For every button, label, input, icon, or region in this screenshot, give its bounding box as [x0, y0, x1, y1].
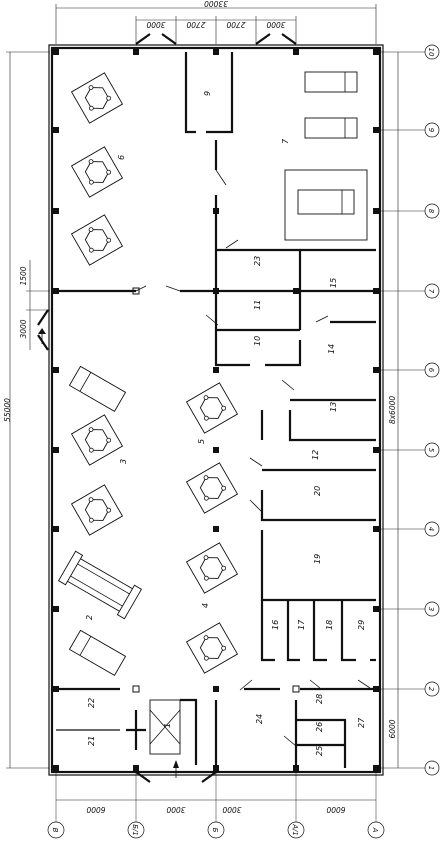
dimension-lines: 33000 3000 2700 2700 3000 55000 1500 300… [3, 0, 399, 814]
svg-text:Б/1: Б/1 [131, 824, 139, 836]
room-number: 16 [271, 620, 280, 630]
interior-walls [56, 52, 376, 768]
room-number: 4 [201, 603, 210, 608]
axis-marker-bottom: В Б/1 Б А/1 А [47, 821, 385, 839]
svg-text:1500: 1500 [19, 266, 28, 285]
service-post [185, 462, 239, 514]
svg-text:2700: 2700 [186, 20, 205, 29]
room-number: 18 [325, 620, 334, 630]
svg-text:2700: 2700 [226, 20, 245, 29]
room-number: 1 [163, 723, 172, 728]
svg-text:3000: 3000 [19, 319, 28, 338]
room-number: 6 [117, 155, 126, 160]
truck-icon [304, 117, 358, 139]
svg-text:6000: 6000 [86, 805, 105, 814]
service-post [70, 484, 124, 536]
service-post [70, 146, 124, 198]
svg-text:7: 7 [427, 289, 435, 294]
svg-text:10: 10 [427, 48, 435, 57]
room-number: 10 [253, 336, 262, 346]
room-number: 12 [311, 450, 320, 460]
svg-text:3: 3 [427, 607, 435, 611]
svg-text:3000: 3000 [166, 805, 185, 814]
svg-text:2: 2 [427, 687, 435, 692]
room-number: 17 [297, 619, 306, 630]
vehicles [57, 71, 368, 677]
room-number: 14 [327, 344, 336, 354]
svg-text:3000: 3000 [146, 20, 165, 29]
svg-text:8x6000: 8x6000 [388, 396, 397, 425]
room-number: 28 [315, 694, 324, 704]
svg-text:4: 4 [427, 527, 435, 531]
room-number: 5 [197, 439, 206, 444]
service-post [185, 382, 239, 434]
door-swings [135, 169, 371, 747]
room-number: 15 [329, 278, 338, 288]
service-post [70, 72, 124, 124]
truck-icon [68, 629, 127, 677]
svg-text:1: 1 [427, 766, 435, 770]
room-number: 2 [85, 615, 94, 620]
service-post [70, 214, 124, 266]
room-number: 21 [87, 736, 96, 746]
svg-text:А/1: А/1 [291, 823, 299, 836]
room-number: 11 [253, 300, 262, 310]
room-number: 27 [357, 717, 366, 728]
room-number: 23 [253, 256, 262, 266]
svg-text:А: А [371, 827, 379, 833]
svg-text:9: 9 [427, 128, 435, 133]
room-number: 24 [255, 714, 264, 724]
svg-text:3000: 3000 [222, 805, 241, 814]
svg-text:33000: 33000 [204, 0, 228, 8]
service-posts [38, 72, 239, 778]
outer-walls [37, 33, 384, 783]
room-number: 20 [313, 486, 322, 496]
entry-arrow-icon [38, 328, 179, 778]
svg-text:В: В [51, 828, 59, 833]
car-lift-icon [284, 169, 368, 241]
truck-icon [68, 365, 127, 413]
axis-marker-right: 10 9 8 7 6 5 4 3 2 1 [424, 44, 440, 776]
svg-text:5: 5 [427, 448, 435, 453]
svg-text:Б: Б [211, 828, 219, 833]
room-number: 25 [315, 746, 324, 756]
svg-text:8: 8 [427, 209, 435, 214]
room-number: 22 [87, 698, 96, 708]
room-number: 29 [357, 620, 366, 630]
room-number: 9 [203, 91, 212, 96]
grid-axes: 10 9 8 7 6 5 4 3 2 1 В Б/1 Б [47, 44, 440, 839]
room-numbers: 1 2 3 4 5 6 7 9 10 11 12 13 14 15 16 17 … [85, 91, 366, 756]
room-number: 19 [313, 554, 322, 564]
svg-text:6000: 6000 [388, 719, 397, 738]
svg-text:6000: 6000 [326, 805, 345, 814]
room-number: 7 [281, 138, 290, 144]
service-post [185, 542, 239, 594]
room-number: 3 [119, 459, 128, 464]
truck-icon [304, 71, 358, 93]
frame-stand-icon [57, 550, 143, 620]
svg-text:55000: 55000 [3, 398, 12, 422]
service-post [70, 414, 124, 466]
service-post [185, 622, 239, 674]
svg-text:6: 6 [427, 368, 435, 373]
table-icon [149, 699, 181, 755]
room-number: 26 [315, 722, 324, 732]
svg-text:3000: 3000 [266, 20, 285, 29]
room-number: 13 [329, 402, 338, 412]
